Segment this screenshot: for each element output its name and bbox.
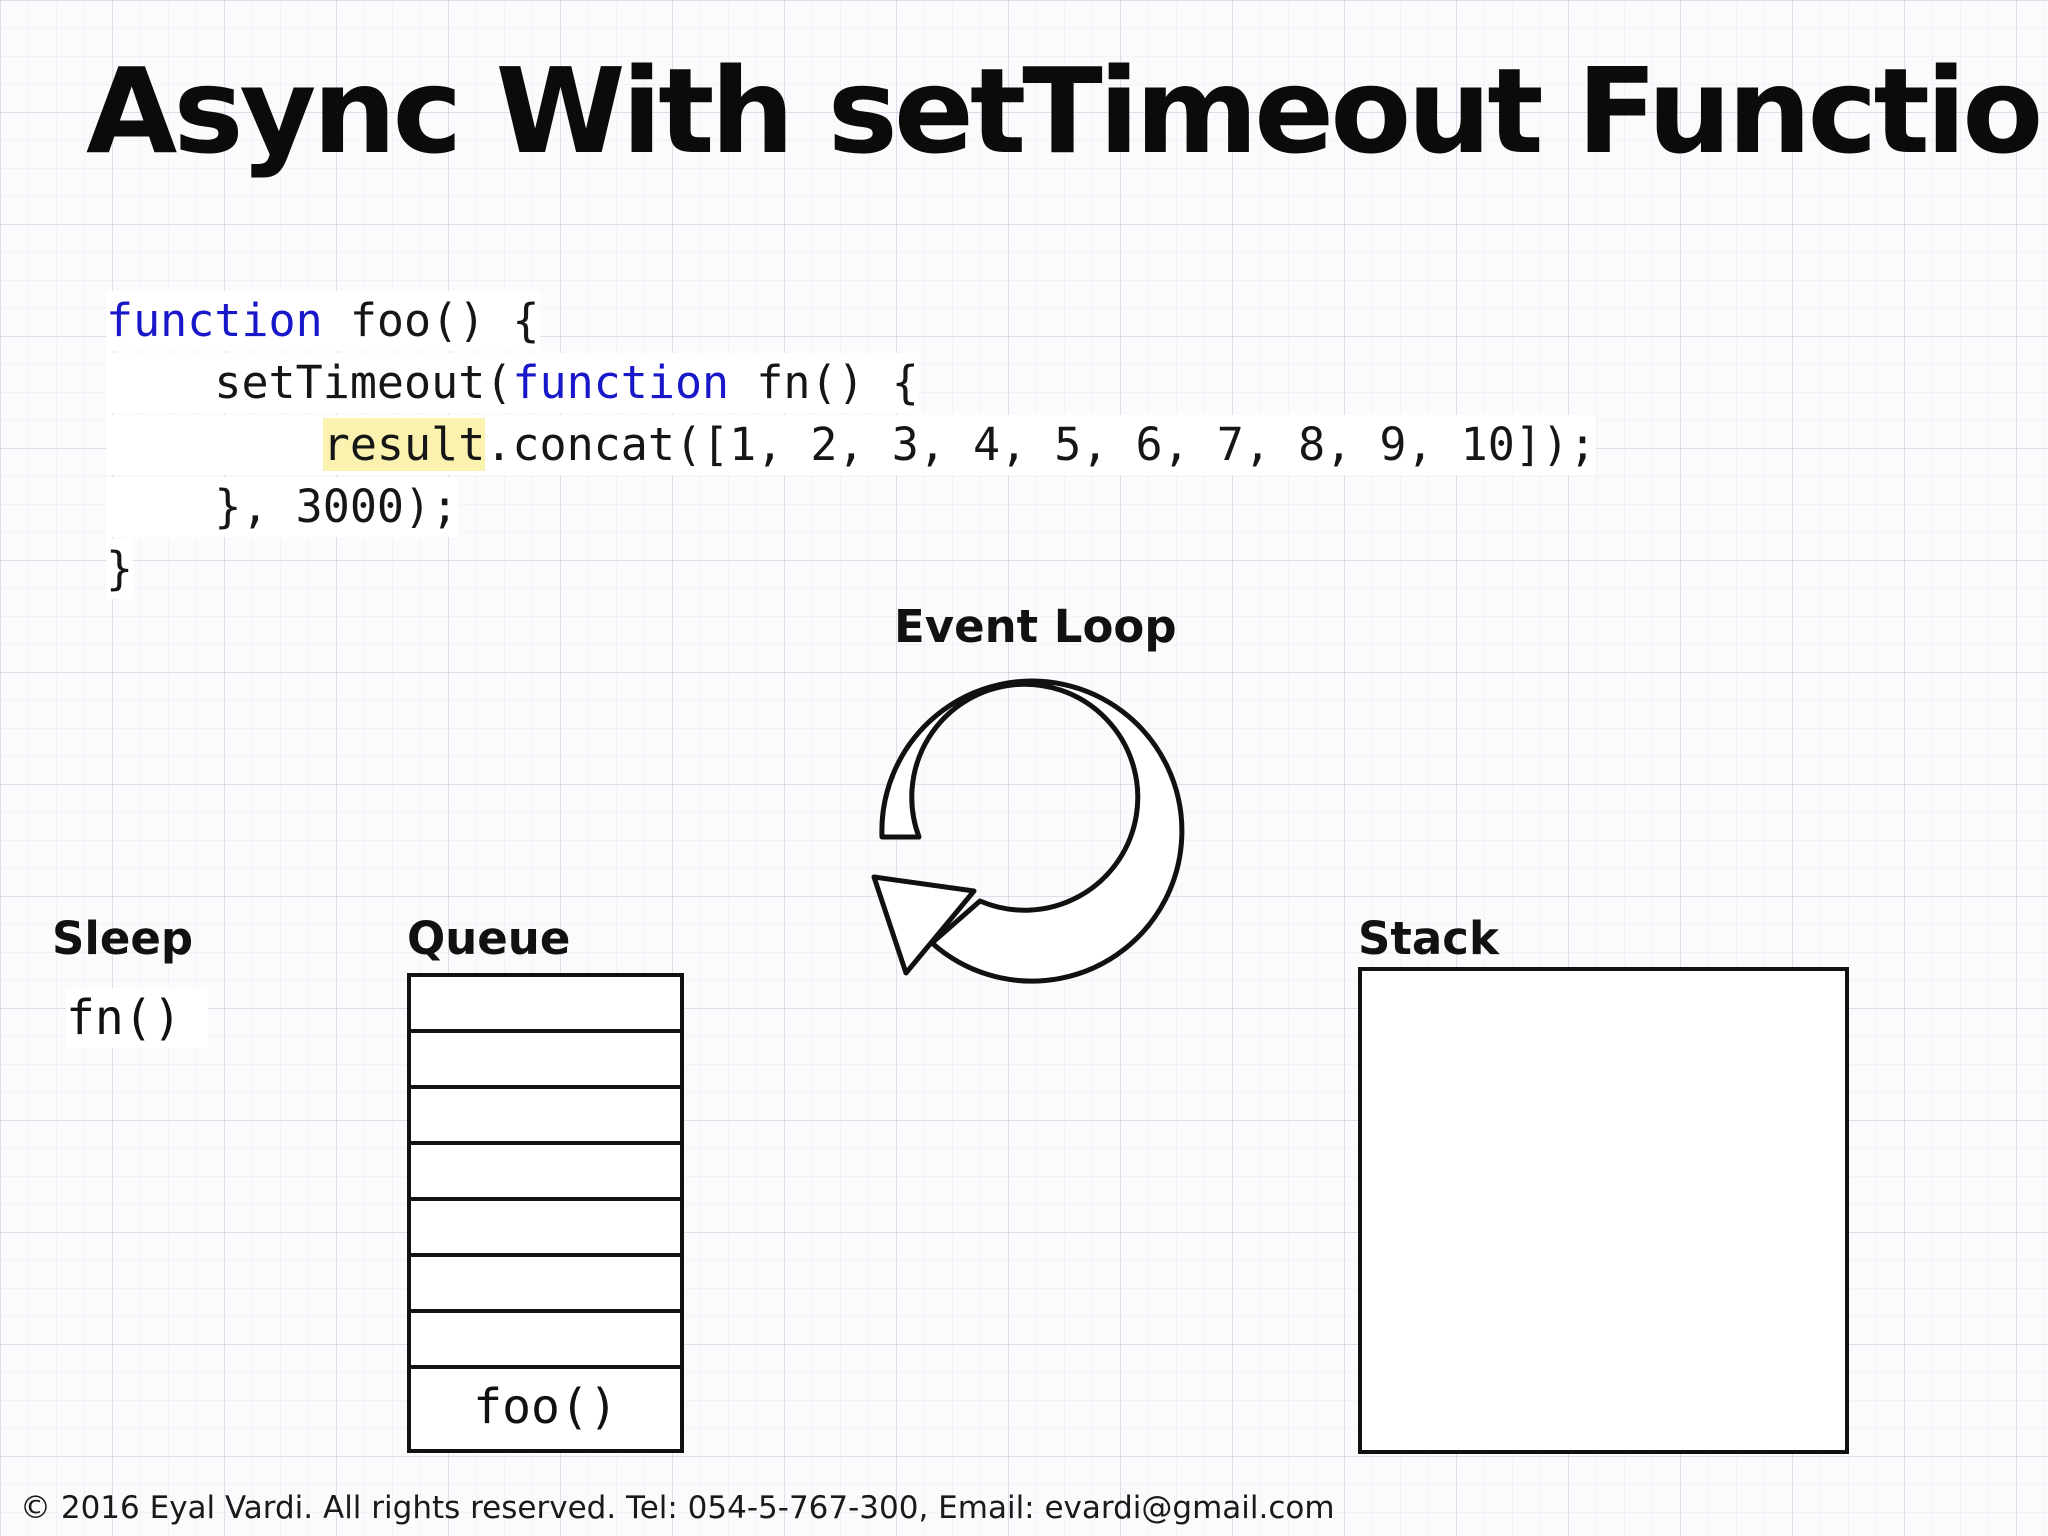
event-loop-icon [871,678,1185,984]
footer-copyright: © 2016 Eyal Vardi. All rights reserved. … [20,1490,1335,1526]
code-text: setTimeout( [214,356,513,409]
stack-label: Stack [1358,912,1499,965]
sleep-label: Sleep [52,912,194,965]
code-line-1: function foo() { [106,291,540,351]
queue-label: Queue [407,912,571,965]
code-keyword: function [512,356,730,409]
loop-ring-shape [879,678,1185,984]
code-highlight: result [322,418,486,471]
queue-slot [411,1257,680,1313]
sleep-item: fn() [66,988,208,1048]
code-line-5: } [106,539,134,599]
queue-slot [411,1145,680,1201]
code-text: }, 3000); [214,480,459,533]
queue-slot [411,1201,680,1257]
queue-item: foo() [473,1379,618,1435]
code-line-3: result.concat([1, 2, 3, 4, 5, 6, 7, 8, 9… [106,415,1597,475]
code-text: } [106,542,134,595]
event-loop-label: Event Loop [894,600,1177,653]
queue-slot [411,1033,680,1089]
queue-slot [411,1089,680,1145]
code-line-4: }, 3000); [106,477,459,537]
code-text: .concat([1, 2, 3, 4, 5, 6, 7, 8, 9, 10])… [485,418,1597,471]
queue-box: foo() [407,973,684,1453]
slide-title: Async With setTimeout Function [86,42,2048,180]
loop-arrowhead-shape [871,874,977,976]
code-text: fn() { [729,356,919,409]
stack-box [1358,967,1849,1454]
code-text: foo() { [322,294,540,347]
code-keyword: function [106,294,323,347]
queue-slot [411,977,680,1033]
queue-slot [411,1313,680,1369]
code-line-2: setTimeout(function fn() { [106,353,919,413]
